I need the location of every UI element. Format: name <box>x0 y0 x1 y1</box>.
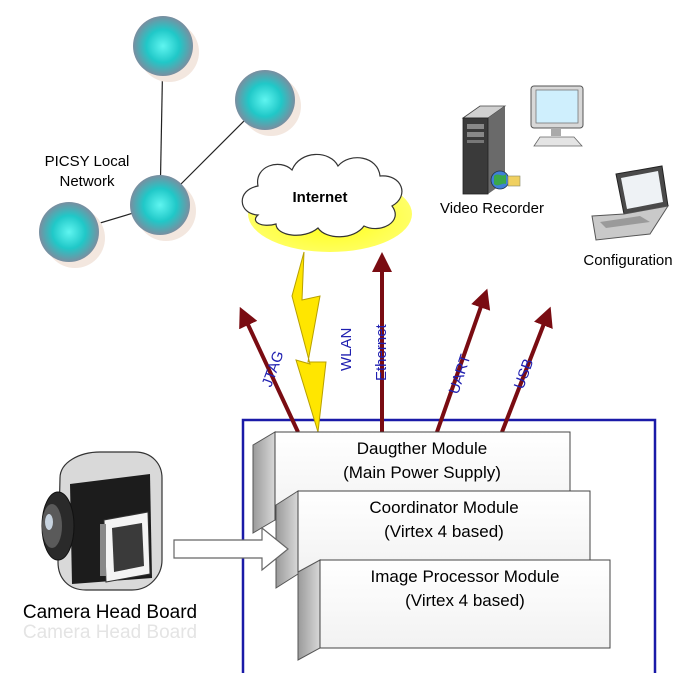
network-node <box>235 70 301 136</box>
uart-label: UART <box>446 352 475 396</box>
camera-arrow <box>173 526 289 572</box>
network-node <box>130 175 196 241</box>
wlan-label: WLAN <box>338 328 355 371</box>
camera-label: Camera Head Board <box>23 602 197 623</box>
module-name: Image Processor Module <box>371 567 560 586</box>
camera-label-reflection: Camera Head Board <box>23 622 197 643</box>
camera-head-board: Camera Head Board Camera Head Board <box>23 451 289 643</box>
local-network: PICSY Local Network <box>39 16 301 268</box>
video-recorder: Video Recorder <box>440 85 584 217</box>
module-stack: Daugther Module (Main Power Supply) Coor… <box>252 431 611 661</box>
network-label-line1: PICSY Local <box>45 153 130 170</box>
usb-arrow <box>500 306 553 433</box>
globe-icon <box>490 170 521 190</box>
module-detail: (Virtex 4 based) <box>384 522 504 541</box>
camera-icon <box>41 451 163 591</box>
ethernet-label: Ethernet <box>373 323 390 381</box>
video-recorder-label: Video Recorder <box>440 200 544 217</box>
jtag-arrow <box>239 306 300 433</box>
internet-cloud: Internet <box>241 153 412 252</box>
usb-label: USB <box>511 357 538 392</box>
uart-arrow <box>435 288 491 433</box>
module-name: Daugther Module <box>357 439 487 458</box>
network-label-line2: Network <box>59 173 115 190</box>
module-image-processor: Image Processor Module (Virtex 4 based) <box>297 559 611 661</box>
wlan-bolt-icon <box>291 251 327 433</box>
configuration-laptop: Configuration <box>583 165 673 269</box>
laptop-icon <box>591 165 670 241</box>
link-arrows <box>239 251 553 433</box>
link-labels: JTAG WLAN Ethernet UART USB <box>259 323 538 396</box>
network-node <box>133 16 199 82</box>
module-detail: (Main Power Supply) <box>343 463 501 482</box>
module-name: Coordinator Module <box>369 498 518 517</box>
internet-label: Internet <box>292 189 347 206</box>
configuration-label: Configuration <box>583 252 672 269</box>
pc-tower-icon <box>461 105 507 195</box>
module-detail: (Virtex 4 based) <box>405 591 525 610</box>
network-node <box>39 202 105 268</box>
monitor-icon <box>530 85 584 147</box>
